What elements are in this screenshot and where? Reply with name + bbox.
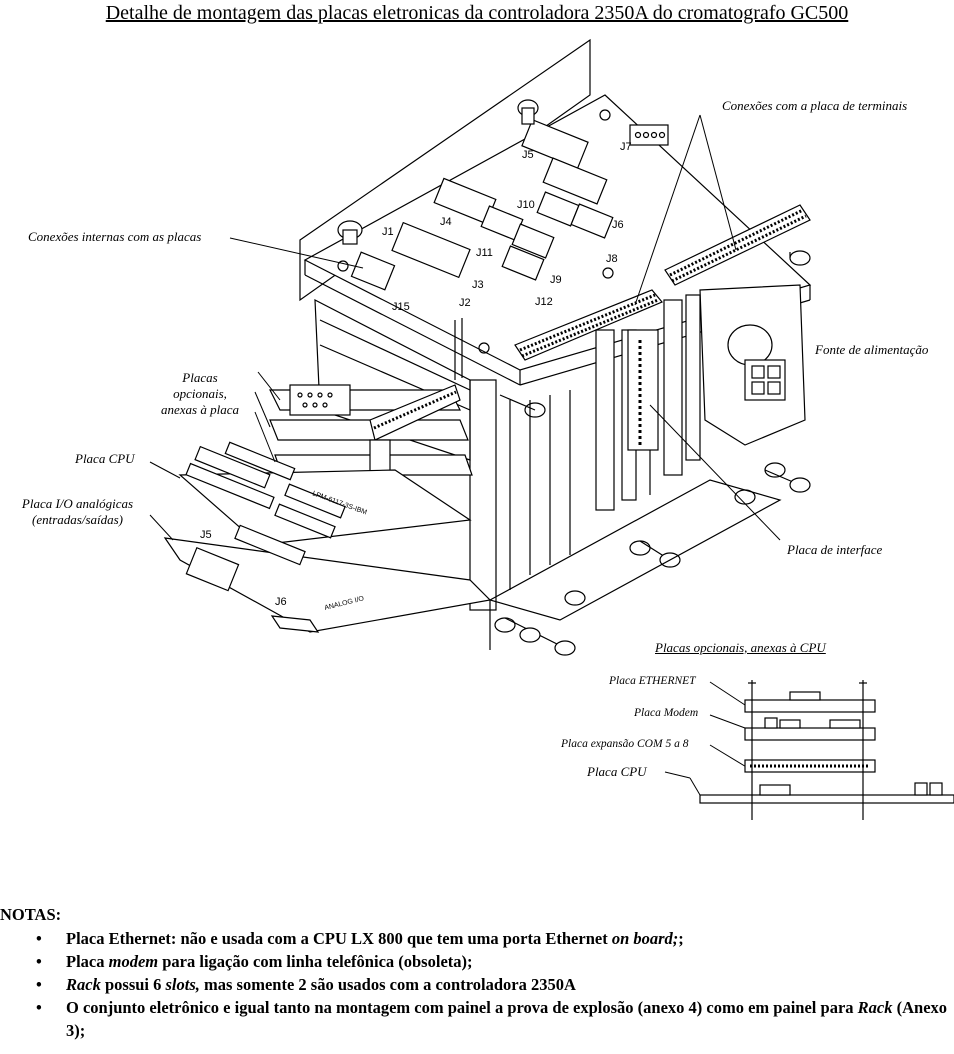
note-item-4: O conjunto eletrônico e igual tanto na m… [36, 996, 954, 1042]
notes-list: Placa Ethernet: não e usada com a CPU LX… [0, 927, 954, 1042]
inset-drawing [664, 680, 954, 820]
note-3-text: possui 6 [100, 975, 166, 994]
inset-label-cpu: Placa CPU [587, 764, 647, 779]
analog-io-board [163, 524, 492, 650]
connector-j5: J5 [522, 149, 534, 161]
label-placa-cpu: Placa CPU [75, 451, 135, 466]
power-supply [699, 284, 806, 446]
leader-lines [149, 114, 781, 541]
label-placa-io-line1: Placa I/O analógicas [21, 496, 134, 511]
card-rack [314, 294, 782, 621]
note-4-end: (Anexo 3); [66, 998, 948, 1040]
label-conexoes-internas: Conexões internas com as placas [28, 229, 202, 244]
connector-j15: J15 [392, 301, 410, 313]
connector-j11: J11 [476, 247, 493, 259]
label-conexoes-terminais: Conexões com a placa de terminais [722, 98, 908, 113]
connector-j5-io: J5 [200, 529, 212, 541]
note-2-italic: modem [108, 952, 159, 971]
connector-j9: J9 [550, 274, 562, 286]
inset-label-ethernet: Placa ETHERNET [609, 675, 696, 687]
note-item-2: Placa modem para ligação com linha telef… [36, 950, 954, 973]
label-fonte: Fonte de alimentação [815, 342, 929, 357]
note-item-1: Placa Ethernet: não e usada com a CPU LX… [36, 927, 954, 950]
label-placas-opcionais-line1: Placas [182, 370, 218, 385]
note-2-text: Placa [66, 952, 109, 971]
terminal-connector-right [664, 204, 811, 286]
label-placa-io-line2: (entradas/saídas) [32, 512, 123, 527]
cpu-board [178, 441, 472, 546]
connector-j12: J12 [535, 296, 553, 308]
inset-label-modem: Placa Modem [634, 707, 699, 719]
connector-j10: J10 [517, 199, 535, 211]
standoffs [494, 250, 811, 656]
connector-j8: J8 [606, 253, 618, 265]
connector-j3: J3 [472, 279, 484, 291]
note-1-end: ; [678, 929, 684, 948]
connector-j2: J2 [459, 297, 471, 309]
connector-j4: J4 [440, 216, 452, 228]
label-placas-opcionais-line2: opcionais, [173, 386, 227, 401]
connector-j6-io: J6 [275, 596, 287, 608]
note-4-italic: Rack [857, 998, 893, 1017]
note-2-end: para ligação com linha telefônica (obsol… [158, 952, 473, 971]
note-1-italic: on board; [611, 929, 679, 948]
note-3-italic-2: slots, [165, 975, 200, 994]
connector-j7: J7 [620, 141, 632, 153]
notes-section: NOTAS: Placa Ethernet: não e usada com a… [0, 905, 954, 1042]
inset-title: Placas opcionais, anexas à CPU [655, 640, 826, 655]
note-3-italic: Rack [66, 975, 101, 994]
note-item-3: Rack possui 6 slots, mas somente 2 são u… [36, 973, 954, 996]
label-placas-opcionais: Placas opcionais, anexas à placa [150, 370, 250, 418]
terminal-connector-left [514, 289, 663, 361]
connector-j6: J6 [612, 219, 624, 231]
notes-heading: NOTAS: [0, 905, 62, 924]
inset-label-expansao: Placa expansão COM 5 a 8 [561, 738, 689, 750]
connector-j1: J1 [382, 226, 394, 238]
note-3-end: mas somente 2 são usados com a controlad… [199, 975, 576, 994]
assembly-drawing: J1 J2 J3 J4 J5 J6 J7 J8 J9 J10 J11 J12 J… [149, 38, 954, 820]
label-placa-interface: Placa de interface [787, 542, 883, 557]
note-1-text: Placa Ethernet: não e usada com a CPU LX… [66, 929, 612, 948]
label-placas-opcionais-line3: anexas à placa [161, 402, 239, 417]
label-placa-io: Placa I/O analógicas (entradas/saídas) [10, 496, 145, 528]
note-4-text: O conjunto eletrônico e igual tanto na m… [66, 998, 858, 1017]
page-title: Detalhe de montagem das placas eletronic… [105, 2, 849, 24]
internal-connectors [337, 99, 614, 291]
